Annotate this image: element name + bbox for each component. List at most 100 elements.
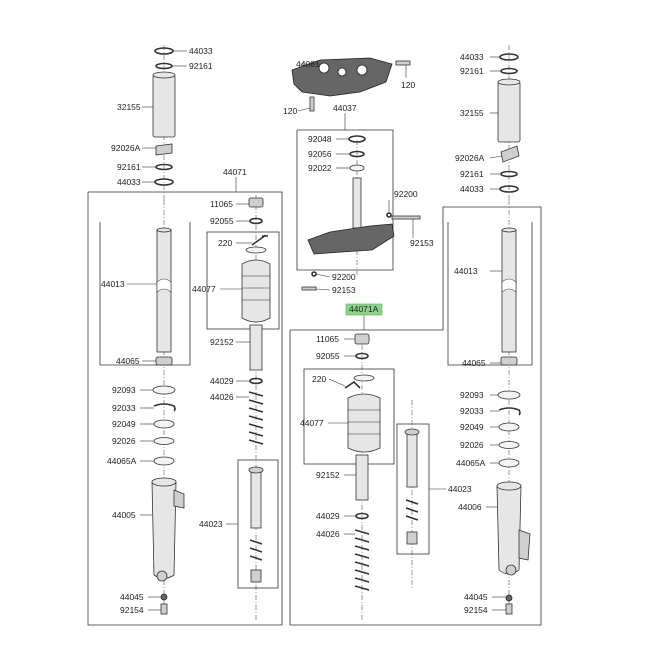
label-44013-right[interactable]: 44013 (454, 266, 478, 276)
label-44071a[interactable]: 44071A (349, 304, 379, 314)
label-92093-left[interactable]: 92093 (112, 385, 136, 395)
right-fork (496, 53, 531, 615)
part-labels: 44033 92161 32155 92026A 92161 44033 440… (101, 46, 488, 615)
inner-tube-44013-left (156, 229, 172, 353)
label-44033-right2[interactable]: 44033 (460, 184, 484, 194)
label-220-left[interactable]: 220 (218, 238, 232, 248)
bolt-92154-right (505, 603, 513, 615)
ll-30 (315, 273, 331, 278)
fork-bottom-lug-left (173, 489, 185, 509)
label-92033-left[interactable]: 92033 (112, 403, 136, 413)
label-44023-mid[interactable]: 44023 (448, 484, 472, 494)
label-92153-lower[interactable]: 92153 (332, 285, 356, 295)
label-92152-left[interactable]: 92152 (210, 337, 234, 347)
label-44045-right[interactable]: 44045 (464, 592, 488, 602)
frame-44071 (87, 191, 283, 626)
cartridge-top-mid (404, 428, 420, 436)
label-44033-left2[interactable]: 44033 (117, 177, 141, 187)
label-92200-lower[interactable]: 92200 (332, 272, 356, 282)
label-92153-upper[interactable]: 92153 (410, 238, 434, 248)
label-92055-mid[interactable]: 92055 (316, 351, 340, 361)
label-92026a-left[interactable]: 92026A (111, 143, 141, 153)
label-44037[interactable]: 44037 (333, 103, 357, 113)
label-44029-mid[interactable]: 44029 (316, 511, 340, 521)
label-44077-left[interactable]: 44077 (192, 284, 216, 294)
leader-lines (127, 50, 506, 611)
outer-tube-top-right (497, 78, 521, 86)
label-92161-right[interactable]: 92161 (460, 66, 484, 76)
bracket-hole-2 (337, 67, 347, 77)
inner-tube-44013-right (501, 229, 517, 353)
label-44006[interactable]: 44006 (458, 502, 482, 512)
label-11065-mid[interactable]: 11065 (316, 334, 339, 344)
label-92022[interactable]: 92022 (308, 163, 332, 173)
spring-220-left (251, 234, 268, 246)
label-92161-left[interactable]: 92161 (189, 61, 213, 71)
label-92154-right[interactable]: 92154 (464, 605, 488, 615)
label-92033-right[interactable]: 92033 (460, 406, 484, 416)
inner-tube-break-right (501, 278, 517, 293)
bushing-92026a-right (500, 145, 520, 163)
fork-bottom-44005 (151, 481, 177, 579)
label-92049-right[interactable]: 92049 (460, 422, 484, 432)
label-120-top-left[interactable]: 120 (283, 106, 297, 116)
left-fork-bottom-44005 (151, 477, 185, 615)
label-44026-mid[interactable]: 44026 (316, 529, 340, 539)
label-92154-left[interactable]: 92154 (120, 605, 144, 615)
washer-92200-lower (311, 271, 317, 277)
inner-tube-top-left (156, 227, 172, 233)
label-92161-right2[interactable]: 92161 (460, 169, 484, 179)
label-44065-right[interactable]: 44065 (462, 358, 486, 368)
cartridge-top-left (248, 466, 264, 474)
label-32155-right[interactable]: 32155 (460, 108, 484, 118)
label-44071[interactable]: 44071 (223, 167, 247, 177)
inner-tube-break-left (156, 278, 172, 293)
label-92049-left[interactable]: 92049 (112, 419, 136, 429)
label-92200-upper[interactable]: 92200 (394, 189, 418, 199)
label-32155-left[interactable]: 32155 (117, 102, 141, 112)
label-92161-left2[interactable]: 92161 (117, 162, 141, 172)
cartridge-piece-mid (406, 531, 418, 545)
bolt-120-right (395, 60, 411, 66)
bushing-92026-right (498, 441, 520, 449)
label-92026-right[interactable]: 92026 (460, 440, 484, 450)
cartridge-44023-left (250, 469, 262, 529)
label-92093-right[interactable]: 92093 (460, 390, 484, 400)
label-120-top-right[interactable]: 120 (401, 80, 415, 90)
ll-31 (315, 288, 331, 291)
washer-44029-left (249, 377, 263, 385)
label-44065a-right[interactable]: 44065A (456, 458, 486, 468)
label-44029-left[interactable]: 44029 (210, 376, 234, 386)
label-92026-left[interactable]: 92026 (112, 436, 136, 446)
boot-44077-mid (347, 393, 381, 453)
highlight-badge-44071a[interactable] (345, 303, 383, 316)
label-44081[interactable]: 44081 (296, 59, 320, 69)
label-44013-left[interactable]: 44013 (101, 279, 125, 289)
upper-bracket-44081 (291, 57, 393, 97)
label-44065a-left[interactable]: 44065A (107, 456, 137, 466)
label-92048[interactable]: 92048 (308, 134, 332, 144)
label-44065-left[interactable]: 44065 (116, 356, 140, 366)
washer-92093-left (152, 385, 176, 395)
frame-44071a (289, 206, 542, 626)
label-44077-mid[interactable]: 44077 (300, 418, 324, 428)
label-11065-left[interactable]: 11065 (210, 199, 233, 209)
label-44023-left[interactable]: 44023 (199, 519, 223, 529)
label-44045-left[interactable]: 44045 (120, 592, 144, 602)
label-92055-left[interactable]: 92055 (210, 216, 234, 226)
bushing-92026-left (153, 437, 175, 445)
axle-hole-left (156, 570, 168, 582)
label-44026-left[interactable]: 44026 (210, 392, 234, 402)
label-92152-mid[interactable]: 92152 (316, 470, 340, 480)
label-44033-right[interactable]: 44033 (460, 52, 484, 62)
label-44033-left[interactable]: 44033 (189, 46, 213, 56)
label-44005[interactable]: 44005 (112, 510, 136, 520)
label-220-mid[interactable]: 220 (312, 374, 326, 384)
spring-44026-left (248, 391, 264, 445)
frame-inner-left (99, 222, 191, 366)
label-92026a-right[interactable]: 92026A (455, 153, 485, 163)
label-92056[interactable]: 92056 (308, 149, 332, 159)
outer-tube-top-left (152, 71, 176, 79)
circlip-92161-right2 (500, 170, 518, 178)
bracket-hole-1 (318, 62, 330, 74)
